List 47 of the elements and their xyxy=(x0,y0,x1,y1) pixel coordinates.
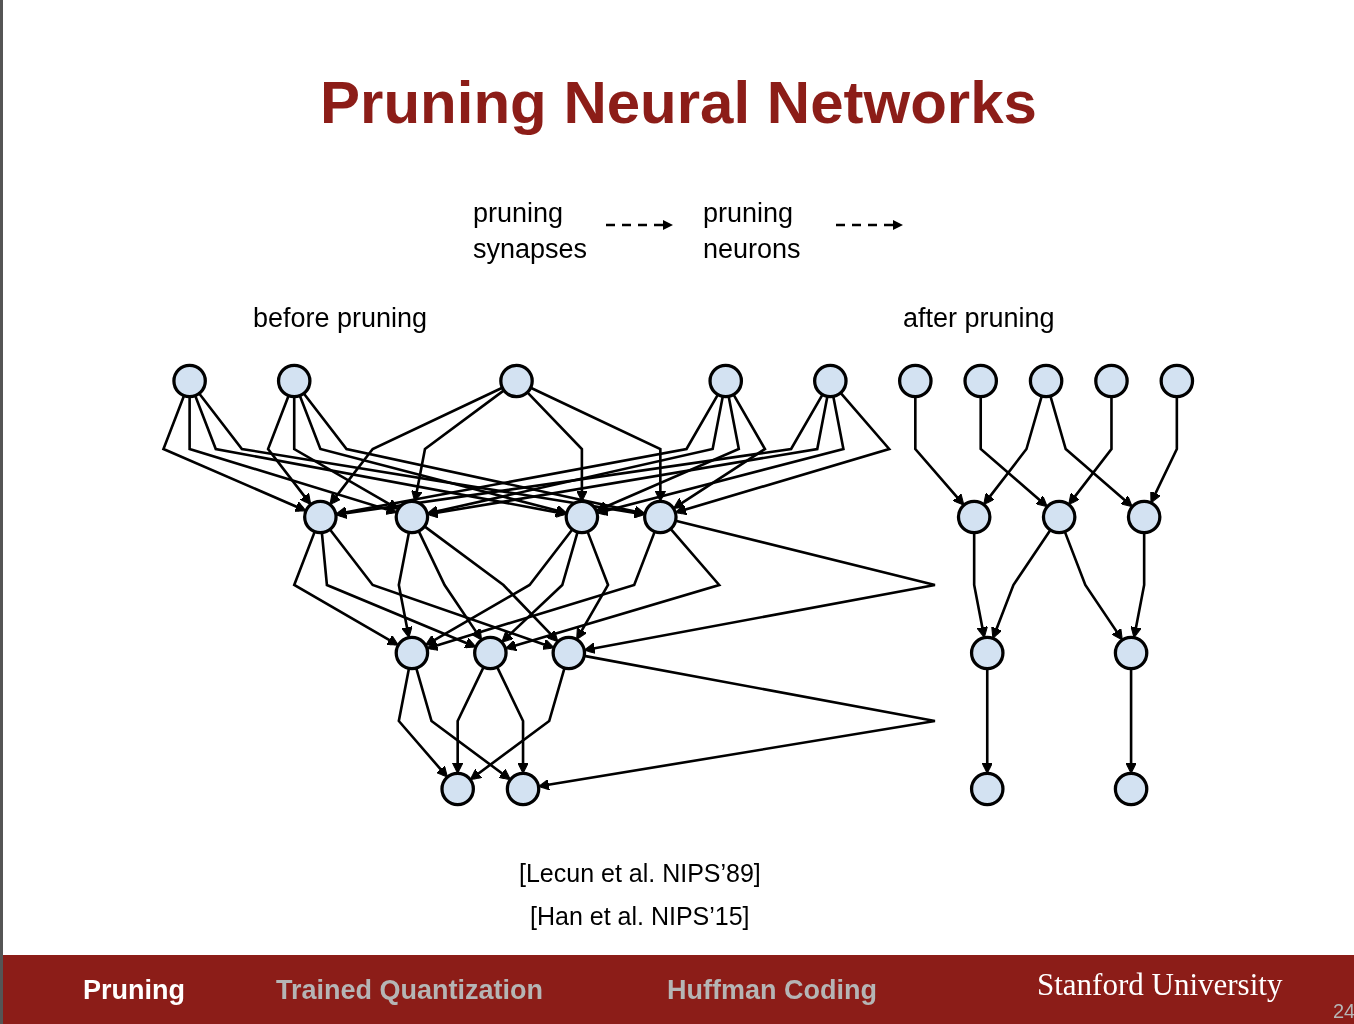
arrow xyxy=(292,396,399,510)
arrow xyxy=(673,393,767,509)
arrow xyxy=(1063,531,1123,641)
reference-text: [Han et al. NIPS’15] xyxy=(530,901,750,932)
panel-heading: after pruning xyxy=(903,302,1055,335)
arrow xyxy=(1130,532,1146,639)
arrow xyxy=(538,654,937,791)
arrow xyxy=(451,666,485,774)
annotation-text: pruning neurons xyxy=(703,197,802,266)
arrow xyxy=(674,392,892,516)
arrow xyxy=(266,395,312,506)
arrow xyxy=(496,666,529,774)
arrow xyxy=(530,386,667,502)
arrow xyxy=(329,386,503,506)
arrow xyxy=(972,532,988,639)
arrow xyxy=(576,531,610,640)
institution-name: Stanford University xyxy=(1037,967,1283,1003)
arrow xyxy=(1049,395,1133,508)
arrow xyxy=(417,530,483,641)
arrow xyxy=(194,395,567,518)
arrow xyxy=(469,667,566,781)
arrow xyxy=(292,531,399,646)
arrow xyxy=(397,668,448,778)
arrow xyxy=(188,396,398,515)
arrow xyxy=(914,396,965,506)
arrow xyxy=(981,668,993,774)
arrow xyxy=(1068,396,1113,506)
arrow xyxy=(1150,396,1179,504)
arrow xyxy=(596,396,845,516)
footer-section-text: Trained Quantization xyxy=(276,974,544,1007)
arrow xyxy=(320,532,477,649)
arrow xyxy=(161,395,307,512)
footer-section-text: Huffman Coding xyxy=(667,974,877,1007)
slide-title: Pruning Neural Networks xyxy=(319,68,1038,137)
arrow xyxy=(1125,668,1137,774)
arrow xyxy=(335,393,720,518)
page-number: 24 xyxy=(1333,999,1354,1024)
footer-section-text: Pruning xyxy=(83,974,185,1007)
reference-text: [Lecun et al. NIPS’89] xyxy=(519,858,761,889)
arrow xyxy=(526,391,588,502)
arrow xyxy=(991,529,1052,639)
panel-heading: before pruning xyxy=(253,302,428,335)
arrow xyxy=(335,393,824,519)
arrow xyxy=(415,667,511,781)
arrow xyxy=(501,531,579,643)
annotation-text: pruning synapses xyxy=(473,197,589,266)
arrow xyxy=(397,532,413,639)
